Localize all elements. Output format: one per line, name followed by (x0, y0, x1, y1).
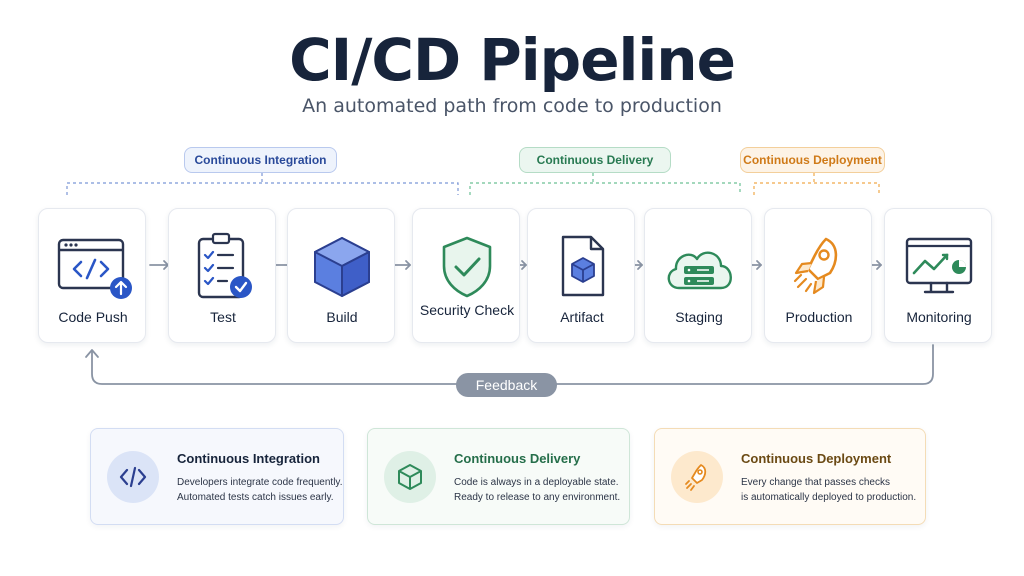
stage-label-code-push: Code Push (58, 309, 128, 325)
package-box-icon (384, 451, 436, 503)
shield-check-icon (413, 227, 521, 307)
stage-label-monitoring: Monitoring (906, 309, 972, 325)
ci-bracket (66, 173, 459, 195)
rocket-small-icon (671, 451, 723, 503)
info-card-deployment: Continuous Deployment Every change that … (654, 428, 926, 525)
stage-card-staging[interactable]: Staging (644, 208, 752, 343)
deployment-bracket (753, 173, 880, 195)
phase-label-delivery: Continuous Delivery (519, 147, 671, 173)
stage-card-build[interactable]: Build (287, 208, 395, 343)
info-ci-title: Continuous Integration (177, 451, 320, 466)
info-deployment-title: Continuous Deployment (741, 451, 892, 466)
monitor-chart-icon (885, 227, 993, 307)
delivery-bracket (469, 173, 741, 195)
stage-label-build: Build (326, 309, 358, 325)
arrow-3 (392, 260, 411, 270)
stage-label-production: Production (785, 309, 853, 325)
info-card-ci: Continuous Integration Developers integr… (90, 428, 344, 525)
page-title: CI/CD Pipeline (289, 26, 736, 94)
info-card-delivery: Continuous Delivery Code is always in a … (367, 428, 630, 525)
feedback-badge: Feedback (456, 373, 557, 397)
info-deployment-description: Every change that passes checks is autom… (741, 477, 917, 503)
stage-label-artifact: Artifact (560, 309, 604, 325)
info-ci-description: Developers integrate code frequently. Au… (177, 477, 343, 503)
stage-card-monitoring[interactable]: Monitoring (884, 208, 992, 343)
arrow-1 (149, 260, 169, 270)
stage-label-security-check: Security Check (419, 302, 515, 318)
stage-card-security-check[interactable]: Security Check (412, 208, 520, 343)
stage-card-production[interactable]: Production (764, 208, 872, 343)
phase-label-deployment: Continuous Deployment (740, 147, 885, 173)
checklist-clipboard-icon (169, 227, 277, 307)
package-document-icon (528, 227, 636, 307)
cube-icon (288, 227, 396, 307)
phase-label-ci: Continuous Integration (184, 147, 337, 173)
code-brackets-icon (107, 451, 159, 503)
cloud-server-icon (645, 227, 753, 307)
stage-card-code-push[interactable]: Code Push (38, 208, 146, 343)
feedback-arrowhead (85, 349, 99, 358)
stage-card-artifact[interactable]: Artifact (527, 208, 635, 343)
stage-label-staging: Staging (675, 309, 723, 325)
rocket-icon (765, 227, 873, 307)
info-delivery-title: Continuous Delivery (454, 451, 581, 466)
stage-card-test[interactable]: Test (168, 208, 276, 343)
code-window-upload-icon (39, 227, 147, 307)
stage-label-test: Test (210, 309, 236, 325)
info-delivery-description: Code is always in a deployable state. Re… (454, 477, 621, 503)
page-subtitle: An automated path from code to productio… (302, 95, 722, 117)
